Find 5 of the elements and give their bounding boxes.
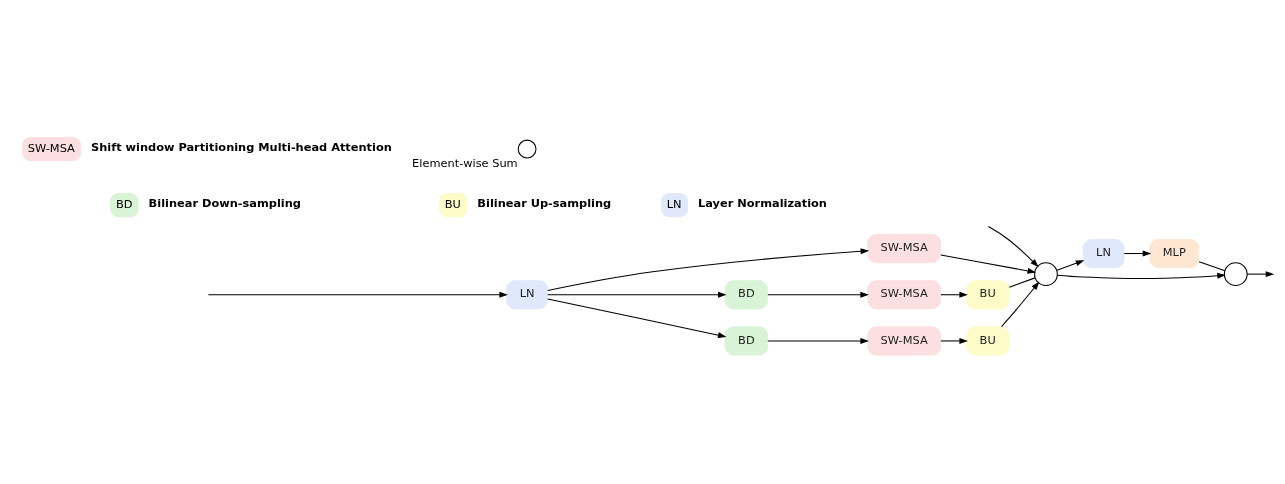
node-label: Shift window Partitioning Multi-head Attention bbox=[91, 139, 392, 154]
node-label: Element-wise Sum bbox=[412, 155, 518, 170]
node-label: Layer Normalization bbox=[698, 195, 827, 210]
node-label: Bilinear Down-sampling bbox=[148, 195, 301, 210]
node-label: Bilinear Up-sampling bbox=[477, 195, 612, 210]
